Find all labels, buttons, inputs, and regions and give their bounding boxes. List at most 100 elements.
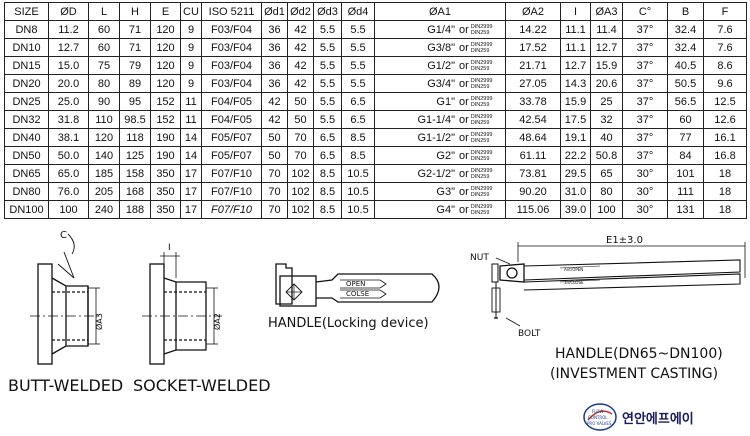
cell-d4: 10.5 (341, 164, 375, 183)
cell-i: 39.0 (560, 200, 591, 219)
header-cell: F (703, 2, 747, 21)
cell-c: 37° (622, 74, 668, 93)
a1-thread: G1" (436, 95, 455, 108)
cell-h: 168 (119, 182, 151, 201)
cell-d3: 8.5 (313, 200, 342, 219)
cell-b: 32.4 (667, 20, 704, 39)
cell-f: 12.5 (703, 92, 747, 111)
cell-l: 205 (88, 182, 120, 201)
socket-welded-caption: SOCKET-WELDED (133, 376, 271, 395)
cell-d2: 102 (287, 164, 314, 183)
cell-iso: F07/F10 (201, 200, 262, 219)
cell-a2: 33.78 (505, 92, 561, 111)
header-cell: Ød4 (341, 2, 375, 21)
cell-d1: 70 (261, 200, 288, 219)
cell-i: 11.1 (560, 20, 591, 39)
cell-iso: F03/F04 (201, 38, 262, 57)
cell-d1: 36 (261, 74, 288, 93)
handle-close-label: COLSE (346, 290, 369, 298)
cell-d2: 50 (287, 92, 314, 111)
cell-i: 19.1 (560, 128, 591, 147)
a1-or: or (459, 41, 469, 54)
cell-a2: 17.52 (505, 38, 561, 57)
cell-size: DN25 (4, 92, 49, 111)
cell-d: 15.0 (48, 56, 89, 75)
cell-size: DN100 (4, 200, 49, 219)
cell-l: 90 (88, 92, 120, 111)
cell-size: DN15 (4, 56, 49, 75)
cell-e: 190 (150, 146, 181, 165)
cell-iso: F03/F04 (201, 56, 262, 75)
cell-i: 15.9 (560, 92, 591, 111)
cell-d2: 70 (287, 146, 314, 165)
cell-e: 120 (150, 38, 181, 57)
butt-welded-caption: BUTT-WELDED (8, 376, 124, 395)
cell-d1: 42 (261, 110, 288, 129)
bolt-label: BOLT (518, 329, 541, 339)
cell-a2: 61.11 (505, 146, 561, 165)
cell-l: 60 (88, 20, 120, 39)
cell-d3: 8.5 (313, 182, 342, 201)
cell-f: 8.6 (703, 56, 747, 75)
cell-h: 71 (119, 20, 151, 39)
cell-a2: 14.22 (505, 20, 561, 39)
cell-d2: 70 (287, 128, 314, 147)
a1-or: or (459, 59, 469, 72)
cell-iso: F04/F05 (201, 110, 262, 129)
cell-l: 80 (88, 74, 120, 93)
cell-f: 18 (703, 200, 747, 219)
cell-d3: 5.5 (313, 56, 342, 75)
cell-a2: 21.71 (505, 56, 561, 75)
cell-b: 111 (667, 182, 704, 201)
cell-f: 9.6 (703, 74, 747, 93)
cell-d2: 102 (287, 182, 314, 201)
cell-b: 32.4 (667, 38, 704, 57)
cell-b: 60 (667, 110, 704, 129)
cell-size: DN40 (4, 128, 49, 147)
a1-thread: G3/4" (427, 77, 455, 90)
a1-or: or (459, 149, 469, 162)
handle-large-caption: HANDLE(DN65~DN100) (555, 346, 723, 362)
cell-e: 152 (150, 92, 181, 111)
cell-d1: 70 (261, 164, 288, 183)
cell-i: 14.3 (560, 74, 591, 93)
cell-l: 140 (88, 146, 120, 165)
cell-cu: 17 (180, 164, 202, 183)
a1-thread: G1/4" (427, 23, 455, 36)
cell-f: 7.6 (703, 38, 747, 57)
cell-a3: 11.4 (590, 20, 623, 39)
cell-c: 30° (622, 200, 668, 219)
a1-thread: G3/8" (427, 41, 455, 54)
cell-iso: F05/F07 (201, 146, 262, 165)
cell-e: 350 (150, 200, 181, 219)
cell-e: 120 (150, 20, 181, 39)
cell-d4: 5.5 (341, 74, 375, 93)
cell-h: 158 (119, 164, 151, 183)
handle-large-subcaption: (INVESTMENT CASTING) (550, 366, 719, 382)
cell-iso: F07/F10 (201, 182, 262, 201)
cell-d1: 36 (261, 56, 288, 75)
socket-welded-drawing (142, 252, 222, 365)
cell-size: DN8 (4, 20, 49, 39)
cell-b: 101 (667, 164, 704, 183)
cell-e: 120 (150, 56, 181, 75)
cell-d1: 50 (261, 146, 288, 165)
company-name: 연안에프에이 (622, 412, 694, 427)
cell-h: 89 (119, 74, 151, 93)
cell-a2: 115.06 (505, 200, 561, 219)
cell-a3: 20.6 (590, 74, 623, 93)
cell-cu: 17 (180, 182, 202, 201)
